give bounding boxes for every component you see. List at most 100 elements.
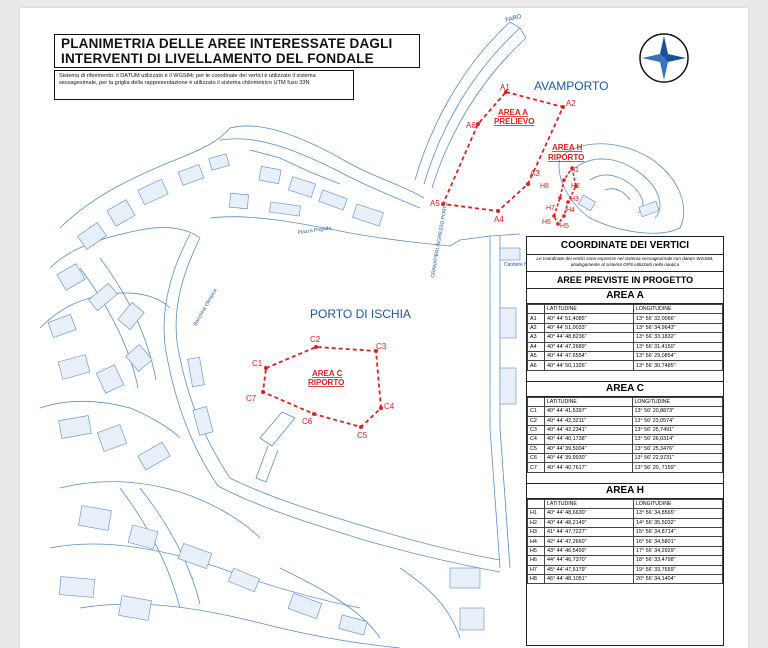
col-lat: LATITUDINE — [544, 396, 633, 408]
cell-lon: 20° 56' 34,1404" — [633, 573, 723, 585]
cell-lat: 40° 44' 48,2149" — [544, 517, 634, 529]
cell-id: C1 — [527, 406, 545, 417]
area-a-label-2: PRELIEVO — [494, 117, 534, 126]
vertex-a1: A1 — [500, 83, 510, 92]
cell-lon: 17° 56' 34,2929" — [633, 545, 723, 557]
cell-lon: 16° 56' 34,5801" — [633, 536, 723, 547]
col-lon: LONGITUDINE — [633, 498, 723, 510]
coordinates-note: Le coordinate dei vertici sono espresse … — [527, 255, 723, 272]
cell-lon: 13° 56' 20,8873" — [631, 406, 724, 417]
area-c-heading: AREA C — [527, 380, 723, 397]
vertex-c5: C5 — [357, 431, 368, 440]
title-box: PLANIMETRIA DELLE AREE INTERESSATE DAGLI… — [54, 34, 420, 68]
cell-id: H4 — [527, 536, 545, 547]
cell-lat: 40° 44' 40,1738" — [544, 434, 633, 445]
label-granatieri: GRANATIERI INGRESSO PORTO — [430, 201, 449, 278]
label-faro: FARO — [505, 14, 523, 24]
cell-lat: 46° 44' 48,1051" — [544, 573, 634, 585]
vertex-c7: C7 — [246, 394, 257, 403]
title-line-2: INTERVENTI DI LIVELLAMENTO DEL FONDALE — [61, 50, 374, 66]
cell-lat: 42° 44' 47,2660" — [544, 536, 634, 547]
vertex-c3: C3 — [376, 342, 387, 351]
label-banchina: Banchina Olimpica — [193, 288, 219, 327]
vertex-a2: A2 — [566, 99, 576, 108]
compass-rose-icon — [639, 33, 689, 83]
coordinates-panel: COORDINATE DEI VERTICI Le coordinate dei… — [526, 236, 724, 646]
table-header-row: LATITUDINE LONGITUDINE — [527, 303, 723, 315]
cell-lat: 40° 44' 47,6554" — [544, 350, 634, 362]
vertex-c1: C1 — [252, 359, 263, 368]
col-lat: LATITUDINE — [544, 303, 634, 315]
cell-id: A5 — [527, 350, 545, 362]
coordinates-subtitle: AREE PREVISTE IN PROGETTO — [556, 275, 694, 285]
vertex-c2: C2 — [310, 335, 321, 344]
cell-lon: 19° 56' 33,7659" — [633, 564, 723, 576]
cell-lat: 40° 44' 50,1326" — [544, 360, 634, 371]
vertex-h1: H1 — [570, 167, 579, 174]
cell-lon: 14° 56' 35,5032" — [633, 517, 723, 529]
map-linework — [39, 21, 684, 648]
cell-lat: 44° 44' 46,7370" — [544, 555, 634, 566]
cell-id: C5 — [527, 443, 545, 455]
cell-id: C3 — [527, 424, 545, 436]
cell-lat: 40° 44' 42,3211" — [544, 415, 633, 426]
vertex-c6: C6 — [302, 417, 313, 426]
map-sheet: FARO AVAMPORTO PORTO DI ISCHIA Piazza Pa… — [20, 8, 748, 648]
cell-id: A6 — [527, 360, 545, 371]
table-header-row: LATITUDINE LONGITUDINE — [527, 396, 724, 408]
cell-lat: 40° 44' 47,2689" — [544, 341, 634, 352]
vertex-h7: H7 — [546, 205, 555, 212]
cell-id: A1 — [527, 313, 545, 324]
label-cantiere: Cantiere Nave — [504, 262, 536, 268]
cell-lon: 13° 56' 30,7485" — [633, 360, 723, 371]
vertex-h5: H5 — [560, 223, 569, 230]
cell-lon: 13° 56' 32,0066" — [633, 313, 723, 324]
cell-lon: 13° 56' 34,9643" — [633, 322, 723, 334]
reference-note: Sistema di riferimento: il DATUM utilizz… — [54, 70, 354, 100]
vertex-h4: H4 — [566, 207, 575, 214]
vertex-a4: A4 — [494, 215, 504, 224]
vertex-a3: A3 — [530, 169, 540, 178]
area-a-heading: AREA A — [527, 288, 723, 304]
area-h-label-2: RIPORTO — [548, 153, 584, 162]
cell-id: H2 — [527, 517, 545, 529]
area-h-label-1: AREA H — [552, 143, 583, 152]
vertex-h8: H8 — [540, 183, 549, 190]
cell-lat: 40° 44' 51,4085" — [544, 313, 634, 324]
cell-lat: 40° 44' 39,5004" — [544, 443, 633, 455]
label-avamporto: AVAMPORTO — [534, 79, 608, 93]
harbor-map: FARO AVAMPORTO PORTO DI ISCHIA Piazza Pa… — [39, 14, 689, 648]
vertex-a6: A6 — [466, 121, 476, 130]
cell-lon: 13° 56' 23,0574" — [631, 415, 724, 426]
area-a-label-1: AREA A — [498, 108, 528, 117]
area-c-label-1: AREA C — [312, 369, 343, 378]
cell-id: H3 — [527, 527, 545, 538]
title-line-1: PLANIMETRIA DELLE AREE INTERESSATE DAGLI — [61, 36, 393, 51]
cell-lon: 18° 56' 33,4798" — [633, 555, 723, 566]
cell-id: H5 — [527, 545, 545, 557]
cell-id: C2 — [527, 415, 545, 426]
cell-lon: 13° 56' 29,0854" — [633, 350, 723, 362]
cell-lat: 41° 44' 47,7227" — [544, 527, 634, 538]
coordinates-title: COORDINATE DEI VERTICI — [527, 237, 723, 255]
col-lon: LONGITUDINE — [633, 303, 723, 315]
table-header-row: LATITUDINE LONGITUDINE — [527, 498, 723, 510]
cell-lat: 40° 44' 51,0033" — [544, 322, 634, 334]
cell-lon: 13° 56' 31,4150" — [633, 341, 723, 352]
